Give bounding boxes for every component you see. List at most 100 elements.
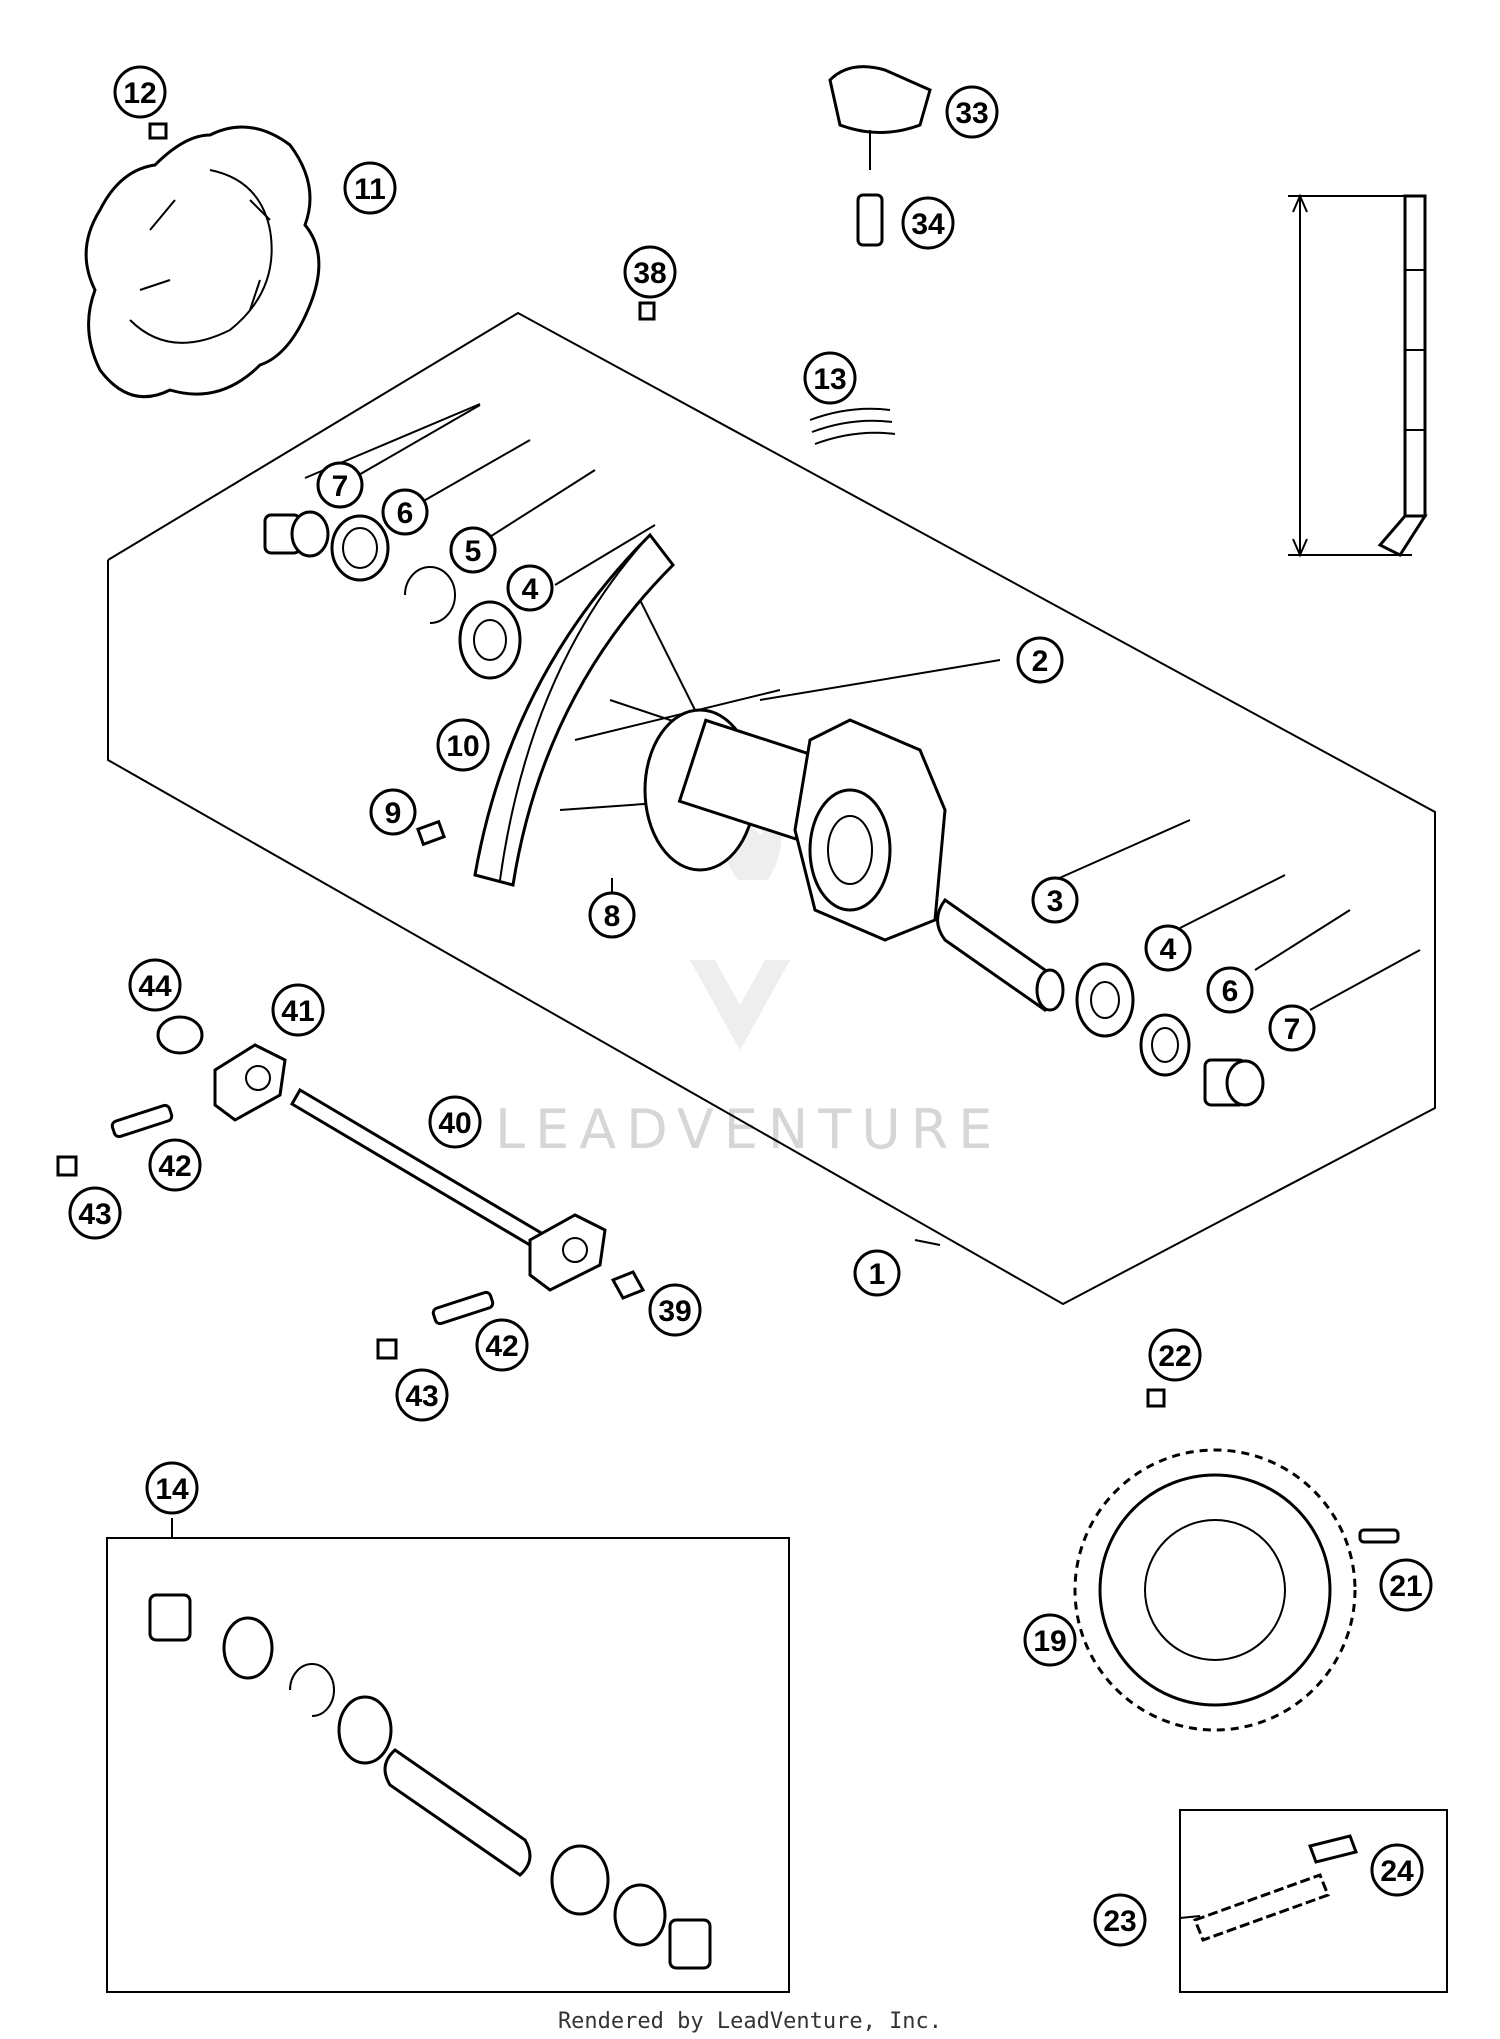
callout-4b: 4: [1144, 924, 1192, 972]
svg-text:14: 14: [155, 1473, 189, 1506]
footer-credit: Rendered by LeadVenture, Inc.: [558, 2009, 942, 2034]
nipple-9: [416, 819, 446, 847]
svg-text:34: 34: [911, 208, 945, 241]
callout-4a: 4: [506, 564, 554, 612]
nut-43-left: [56, 1155, 78, 1177]
callout-43b: 43: [395, 1368, 449, 1422]
hub-2: [643, 708, 947, 942]
callout-9: 9: [369, 788, 417, 836]
svg-text:41: 41: [281, 995, 314, 1028]
svg-text:23: 23: [1103, 1905, 1136, 1938]
svg-text:43: 43: [78, 1198, 111, 1231]
svg-text:6: 6: [1222, 975, 1239, 1008]
svg-text:7: 7: [332, 470, 349, 503]
valve-cap-33: [828, 65, 932, 170]
nipple-38: [638, 301, 656, 321]
callout-22: 22: [1148, 1328, 1202, 1382]
callout-2: 2: [1016, 636, 1064, 684]
svg-text:33: 33: [955, 97, 988, 130]
svg-text:24: 24: [1380, 1855, 1414, 1888]
svg-text:2: 2: [1032, 645, 1049, 678]
callout-11: 11: [343, 161, 397, 215]
spacer-7-right: [1203, 1058, 1265, 1107]
callout-43a: 43: [68, 1186, 122, 1240]
adjusting-screw-42-left: [110, 1103, 174, 1139]
svg-text:3: 3: [1047, 885, 1064, 918]
svg-text:38: 38: [633, 257, 666, 290]
nut-22: [1146, 1388, 1166, 1408]
chain-kit-box: [1179, 1809, 1448, 1993]
callout-42a: 42: [148, 1138, 202, 1192]
bolt-21: [1358, 1528, 1400, 1544]
callout-13: 13: [803, 351, 857, 405]
callout-8: 8: [588, 891, 636, 939]
callout-3: 3: [1031, 876, 1079, 924]
seal-6-right: [1139, 1013, 1191, 1077]
valve-nut-34: [856, 193, 884, 247]
spacer-sleeve-3: [936, 897, 1065, 1012]
bolt-12: [148, 122, 168, 140]
svg-text:10: 10: [446, 730, 479, 763]
callout-10: 10: [436, 718, 490, 772]
svg-text:19: 19: [1033, 1625, 1066, 1658]
callout-12: 12: [113, 65, 167, 119]
callout-6a: 6: [381, 488, 429, 536]
bolt-39: [610, 1270, 646, 1300]
svg-text:13: 13: [813, 363, 846, 396]
spacer-7-left: [263, 510, 330, 558]
callout-1: 1: [853, 1249, 901, 1297]
svg-text:39: 39: [658, 1295, 691, 1328]
svg-text:21: 21: [1389, 1570, 1422, 1603]
circlip-5: [404, 566, 456, 624]
bearing-4-left: [458, 600, 522, 680]
svg-text:4: 4: [522, 573, 539, 606]
spoke-length-gauge: [1288, 193, 1428, 558]
svg-text:11: 11: [354, 173, 386, 206]
adjusting-screw-42-right: [431, 1290, 495, 1326]
rear-sprocket-19: [1073, 1448, 1357, 1732]
svg-text:40: 40: [438, 1107, 471, 1140]
svg-text:7: 7: [1284, 1013, 1301, 1046]
callout-7b: 7: [1268, 1004, 1316, 1052]
axle-nut-44: [156, 1015, 204, 1055]
callout-21: 21: [1379, 1558, 1433, 1612]
bearing-kit-14-box: [106, 1537, 790, 1993]
svg-text:5: 5: [465, 535, 482, 568]
axle-40: [289, 1087, 607, 1292]
callout-40: 40: [428, 1095, 482, 1149]
svg-text:43: 43: [405, 1380, 438, 1413]
svg-text:8: 8: [604, 900, 621, 933]
chain-adjuster-41: [213, 1043, 287, 1122]
svg-text:44: 44: [138, 970, 172, 1003]
callout-7a: 7: [316, 461, 364, 509]
nut-43-right: [376, 1338, 398, 1360]
callout-44: 44: [128, 958, 182, 1012]
callout-19: 19: [1023, 1613, 1077, 1667]
svg-text:42: 42: [485, 1330, 518, 1363]
svg-text:4: 4: [1160, 933, 1177, 966]
svg-text:9: 9: [385, 797, 402, 830]
callout-39: 39: [648, 1283, 702, 1337]
callout-42b: 42: [475, 1318, 529, 1372]
brake-disc-11: [84, 125, 321, 399]
svg-text:6: 6: [397, 497, 414, 530]
leader-lines: [171, 403, 1421, 1919]
callout-24: 24: [1370, 1843, 1424, 1897]
bearing-4-right: [1075, 962, 1135, 1038]
callout-23: 23: [1093, 1893, 1147, 1947]
callout-38: 38: [623, 245, 677, 299]
callout-41: 41: [271, 983, 325, 1037]
svg-text:22: 22: [1158, 1340, 1191, 1373]
callout-5: 5: [449, 526, 497, 574]
callout-14: 14: [145, 1461, 199, 1515]
watermark-text: LEADVENTURE: [495, 1098, 1002, 1161]
seal-6-left: [330, 514, 390, 582]
svg-text:42: 42: [158, 1150, 191, 1183]
svg-text:12: 12: [123, 77, 156, 110]
svg-text:1: 1: [869, 1258, 886, 1291]
wheel-assembly-frame: [107, 311, 1436, 1306]
rim-tape-13: [809, 407, 896, 445]
callout-6b: 6: [1206, 966, 1254, 1014]
rim-10: [473, 532, 675, 887]
